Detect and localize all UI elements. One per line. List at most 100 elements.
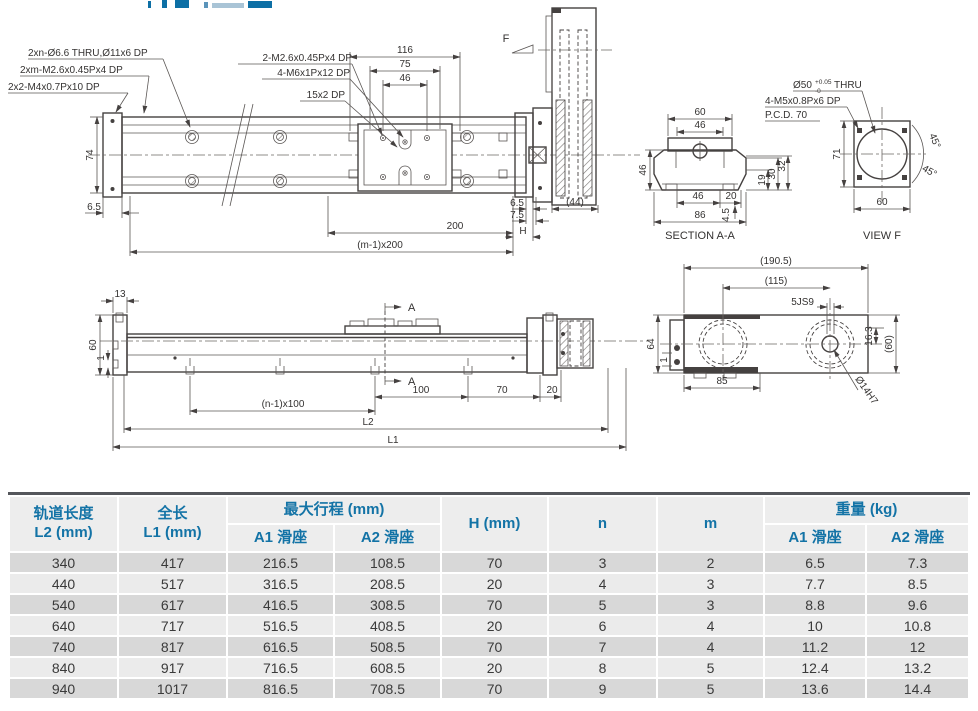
saa-dim-19: 19 (757, 174, 768, 186)
table-cell: 508.5 (335, 637, 440, 656)
table-cell: 717 (119, 616, 226, 635)
saa-dim-4-5: 4.5 (721, 208, 732, 222)
vf-bore-thru: THRU (834, 80, 862, 91)
table-cell: 70 (442, 595, 547, 614)
table-cell: 5 (549, 595, 656, 614)
table-cell: 14.4 (867, 679, 969, 698)
header-weight-a1: A1 滑座 (765, 525, 865, 551)
rail-bottom-screws (185, 358, 473, 375)
dim-m1x200: (m-1)x200 (357, 240, 403, 251)
sv-dim-100: 100 (413, 385, 430, 396)
top-view-dimensions: 116 75 46 2-M2.6x0.45Px4 DP 4-M6x1Px12 D… (8, 45, 599, 256)
dim-46: 46 (399, 73, 411, 84)
table-cell: 9.6 (867, 595, 969, 614)
sv-dim-1: 1 (96, 355, 107, 361)
table-cell: 3 (658, 574, 763, 593)
table-cell: 7.7 (765, 574, 865, 593)
header-total-length-sym: L1 (mm) (143, 524, 202, 541)
mv-dim-64: 64 (646, 338, 657, 350)
mv-dim-60: (60) (884, 335, 895, 353)
rail-mount-holes (185, 130, 474, 188)
callout-carriage-m6: 4-M6x1Px12 DP (277, 68, 350, 79)
table-cell: 3 (658, 595, 763, 614)
table-cell: 13.6 (765, 679, 865, 698)
saa-dim-60: 60 (694, 107, 706, 118)
mv-dim-85: 85 (716, 376, 728, 387)
vf-dim-60: 60 (876, 197, 888, 208)
carriage-top (357, 123, 453, 192)
table-cell: 6 (549, 616, 656, 635)
table-cell: 2 (658, 553, 763, 572)
section-mark-a-top: A (408, 302, 416, 314)
dim-6-5-left: 6.5 (87, 202, 101, 213)
callout-slot: 15x2 DP (307, 90, 346, 101)
table-cell: 70 (442, 637, 547, 656)
table-cell: 20 (442, 658, 547, 677)
table-cell: 12.4 (765, 658, 865, 677)
table-cell: 716.5 (228, 658, 333, 677)
table-cell: 9 (549, 679, 656, 698)
view-f-title: VIEW F (863, 230, 901, 242)
header-rail-length-sym: L2 (mm) (34, 524, 93, 541)
section-mark-a-bottom: A (408, 376, 416, 388)
table-cell: 7 (549, 637, 656, 656)
side-view: A A 13 60 1 (n-1)x100 100 70 (88, 289, 648, 451)
section-aa-view: 60 46 46 19 30 32 46 20 4.5 (638, 107, 792, 242)
view-f-arrow-icon (511, 44, 534, 54)
mv-dim-5js9: 5JS9 (791, 297, 814, 308)
table-cell: 416.5 (228, 595, 333, 614)
saa-dim-86: 86 (694, 210, 706, 221)
header-h: H (mm) (442, 497, 547, 551)
table-cell: 316.5 (228, 574, 333, 593)
dim-44: (44) (566, 197, 584, 208)
table-cell: 4 (658, 616, 763, 635)
table-cell: 8.8 (765, 595, 865, 614)
table-cell: 408.5 (335, 616, 440, 635)
spec-table: 轨道长度 L2 (mm) 全长 L1 (mm) 最大行程 (mm) H (mm)… (8, 492, 971, 700)
saa-dim-46-bottom: 46 (692, 191, 704, 202)
saa-dim-32: 32 (777, 160, 788, 172)
mv-dim-115: (115) (765, 276, 788, 287)
sv-dim-20: 20 (546, 385, 558, 396)
table-cell: 840 (10, 658, 117, 677)
vf-callout-pcd: P.C.D. 70 (765, 110, 807, 121)
sv-dim-L1: L1 (387, 435, 399, 446)
dim-7-5: 7.5 (510, 210, 524, 221)
header-total-length-cn: 全长 (157, 505, 188, 523)
table-cell: 70 (442, 553, 547, 572)
table-cell: 340 (10, 553, 117, 572)
header-n: n (549, 497, 656, 551)
sv-dim-n1x100: (n-1)x100 (262, 399, 305, 410)
table-cell: 10.8 (867, 616, 969, 635)
vf-callout-m5: 4-M5x0.8Px6 DP (765, 96, 841, 107)
table-cell: 8.5 (867, 574, 969, 593)
vf-angle-1: 45° (926, 132, 942, 150)
table-cell: 740 (10, 637, 117, 656)
header-weight: 重量 (kg) (765, 497, 969, 523)
mv-dim-16-3: 16.3 (864, 326, 875, 346)
table-cell: 108.5 (335, 553, 440, 572)
callout-thru-holes: 2xn-Ø6.6 THRU,Ø11x6 DP (28, 48, 148, 59)
header-m: m (658, 497, 763, 551)
vf-angle-2: 45° (920, 163, 939, 180)
motor-top-view: Ø14H7 5JS9 (115) (190.5) 64 1 85 16.3 (6 (646, 256, 900, 407)
table-cell: 5 (658, 658, 763, 677)
table-cell: 540 (10, 595, 117, 614)
mv-dim-1: 1 (659, 357, 670, 363)
clipped-title-fragment (148, 0, 278, 8)
table-cell: 4 (658, 637, 763, 656)
dim-H: H (519, 226, 526, 237)
table-cell: 708.5 (335, 679, 440, 698)
dim-116: 116 (397, 45, 413, 56)
table-cell: 917 (119, 658, 226, 677)
table-cell: 640 (10, 616, 117, 635)
callout-m4-holes: 2x2-M4x0.7Px10 DP (8, 82, 100, 93)
motor-end-top (514, 7, 612, 206)
table-cell: 417 (119, 553, 226, 572)
sv-dim-13: 13 (114, 289, 126, 300)
mv-dim-190-5: (190.5) (760, 256, 792, 267)
